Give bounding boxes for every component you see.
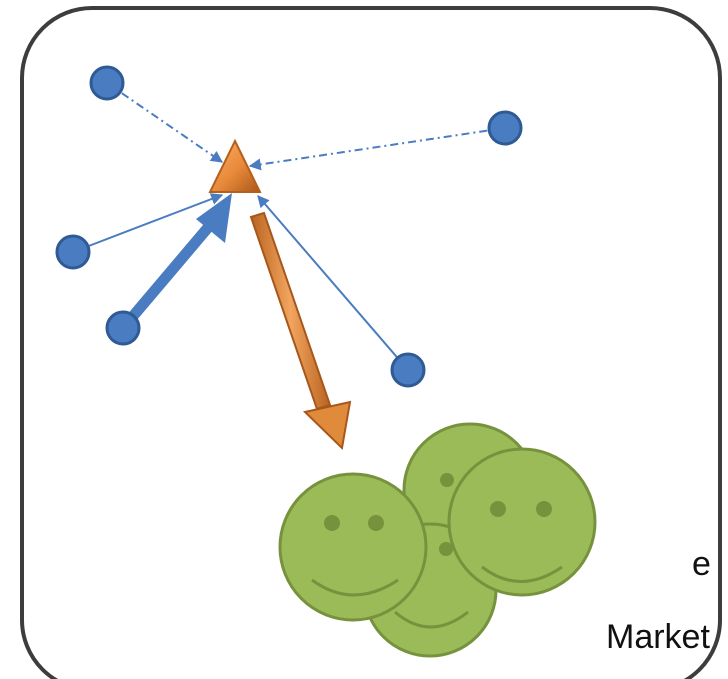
text-fragment: Market	[606, 618, 710, 656]
hub-triangle	[208, 138, 262, 193]
node-circle	[89, 65, 125, 101]
thick-link	[117, 193, 232, 334]
smiley-face-left	[278, 472, 428, 622]
dashed-link-top-right	[248, 127, 506, 171]
node-circle	[390, 352, 426, 388]
text-fragment: e	[692, 545, 711, 583]
solid-link-bottom-right	[257, 195, 409, 371]
nodes	[55, 65, 523, 388]
links	[72, 82, 506, 371]
node-circle	[55, 234, 91, 270]
smiley-face-right	[447, 447, 597, 597]
node-circle	[487, 110, 523, 146]
diagram-frame	[20, 6, 722, 679]
solid-link-left	[72, 193, 224, 253]
smiley-cluster	[278, 422, 597, 658]
big-orange-arrow	[249, 211, 352, 451]
dashed-link-top-left	[106, 82, 223, 163]
node-circle	[105, 310, 141, 346]
